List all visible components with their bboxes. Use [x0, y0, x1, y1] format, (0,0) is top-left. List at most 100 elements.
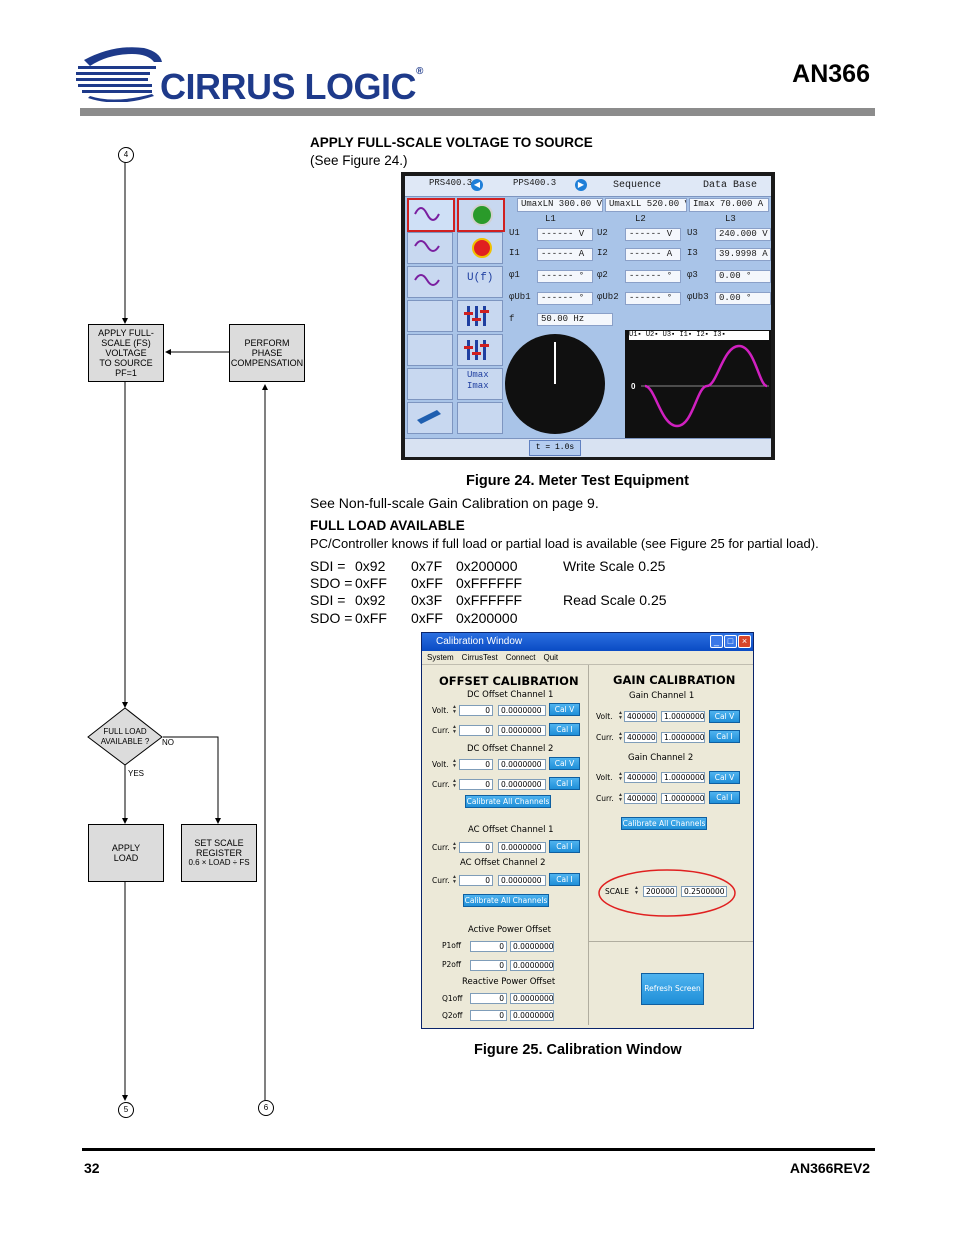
- meter-tab-sequence: Sequence: [613, 180, 662, 191]
- cirrus-logic-logo-mark: [76, 47, 162, 102]
- meter-legend: U1▪ U2▪ U3▪ I1▪ I2▪ I3▪: [629, 331, 769, 340]
- ac1-curr-input[interactable]: 0: [459, 842, 493, 853]
- meter-arrow-tile: [457, 402, 503, 434]
- meter-umax-tile: [457, 368, 503, 400]
- spinner-icon[interactable]: ▲▼: [452, 758, 457, 769]
- meter-u1-field: ------ V: [537, 228, 593, 241]
- scale-highlight-ellipse: [598, 869, 736, 917]
- menu-quit[interactable]: Quit: [543, 653, 559, 662]
- gain-calibrate-all-button[interactable]: Calibrate All Channels: [621, 817, 707, 830]
- dc2-cal-i-button[interactable]: Cal I: [549, 777, 580, 790]
- reg-row-3-c: 0x3F: [411, 592, 443, 608]
- gain1-cal-v-button[interactable]: Cal V: [709, 710, 740, 723]
- gain2-volt-input[interactable]: 400000: [624, 772, 657, 783]
- q2off-label: Q2off: [442, 1011, 463, 1020]
- dc-calibrate-all-button[interactable]: Calibrate All Channels: [465, 795, 551, 808]
- gain2-curr-input[interactable]: 400000: [624, 793, 657, 804]
- dc2-curr-value: 0.0000000: [498, 779, 546, 790]
- meter-phiub2-field: ------ °: [625, 292, 681, 305]
- gain2-cal-i-button[interactable]: Cal I: [709, 791, 740, 804]
- meter-time-box: t = 1.0s: [529, 440, 581, 456]
- dc-offset-ch2-title: DC Offset Channel 2: [467, 744, 554, 754]
- meter-imax-field: Imax 70.000 A: [689, 198, 769, 212]
- window-title: Calibration Window: [436, 636, 523, 647]
- ac2-curr-input[interactable]: 0: [459, 875, 493, 886]
- dc2-cal-v-button[interactable]: Cal V: [549, 757, 580, 770]
- p2off-input[interactable]: 0: [470, 960, 507, 971]
- menu-system[interactable]: System: [427, 653, 454, 662]
- spinner-icon[interactable]: ▲▼: [618, 771, 623, 782]
- scale-input[interactable]: 200000: [643, 886, 677, 897]
- meter-wave-icon-3: [407, 266, 453, 298]
- gain2-curr-label: Curr.: [596, 794, 614, 803]
- gain-panel-divider: [589, 941, 753, 942]
- reg-row-1-e: Write Scale 0.25: [563, 558, 666, 574]
- meter-sliders-tile-2: [457, 334, 503, 366]
- meter-screen: PRS400.3 ◀ PPS400.3 ▶ Sequence Data Base…: [405, 176, 771, 457]
- gain1-cal-i-button[interactable]: Cal I: [709, 730, 740, 743]
- meter-tab-pps: PPS400.3: [513, 178, 557, 188]
- meter-i1-label: I1: [509, 248, 520, 258]
- meter-phiub2-label: φUb2: [597, 292, 619, 302]
- ac2-cal-i-button[interactable]: Cal I: [549, 873, 580, 886]
- reg-row-2-b: 0xFF: [355, 575, 387, 591]
- meter-sliders-icons: [464, 306, 489, 360]
- meter-tile-glyphs-left: [414, 207, 441, 424]
- p1off-input[interactable]: 0: [470, 941, 507, 952]
- meter-phase-l3: L3: [725, 214, 736, 224]
- close-button[interactable]: ×: [738, 635, 751, 648]
- decision-diamond: [87, 707, 163, 766]
- reg-row-1-d: 0x200000: [456, 558, 518, 574]
- dc2-curr-input[interactable]: 0: [459, 779, 493, 790]
- spinner-icon[interactable]: ▲▼: [452, 704, 457, 715]
- spinner-icon[interactable]: ▲▼: [618, 792, 623, 803]
- spinner-icon[interactable]: ▲▼: [452, 874, 457, 885]
- gain1-volt-input[interactable]: 400000: [624, 711, 657, 722]
- ac-offset-ch1-title: AC Offset Channel 1: [468, 825, 554, 835]
- refresh-screen-button[interactable]: Refresh Screen: [641, 973, 704, 1005]
- reg-row-1-b: 0x92: [355, 558, 386, 574]
- dc1-curr-input[interactable]: 0: [459, 725, 493, 736]
- minimize-button[interactable]: _: [710, 635, 723, 648]
- meter-i1-field: ------ A: [537, 248, 593, 261]
- meter-phi2-field: ------ °: [625, 270, 681, 283]
- q1off-input[interactable]: 0: [470, 993, 507, 1004]
- dc1-volt-value: 0.0000000: [498, 705, 546, 716]
- ac1-cal-i-button[interactable]: Cal I: [549, 840, 580, 853]
- reg-row-4-b: 0xFF: [355, 610, 387, 626]
- ac-calibrate-all-button[interactable]: Calibrate All Channels: [463, 894, 549, 907]
- gain1-curr-input[interactable]: 400000: [624, 732, 657, 743]
- spinner-icon[interactable]: ▲▼: [452, 841, 457, 852]
- spinner-icon[interactable]: ▲▼: [634, 885, 639, 896]
- meter-wave-icon-2: [407, 232, 453, 264]
- meter-phasor-dial: [505, 334, 605, 434]
- gain2-volt-label: Volt.: [596, 773, 613, 782]
- panel-divider: [588, 665, 589, 1025]
- dc2-volt-input[interactable]: 0: [459, 759, 493, 770]
- page-number: 32: [84, 1160, 100, 1176]
- spinner-icon[interactable]: ▲▼: [452, 778, 457, 789]
- gain2-cal-v-button[interactable]: Cal V: [709, 771, 740, 784]
- dc1-cal-v-button[interactable]: Cal V: [549, 703, 580, 716]
- figure-24-caption: Figure 24. Meter Test Equipment: [466, 473, 689, 489]
- q2off-input[interactable]: 0: [470, 1010, 507, 1021]
- menu-cirrustest[interactable]: CirrusTest: [461, 653, 498, 662]
- dc1-volt-input[interactable]: 0: [459, 705, 493, 716]
- spinner-icon[interactable]: ▲▼: [618, 710, 623, 721]
- dc2-volt-value: 0.0000000: [498, 759, 546, 770]
- section-heading-full-load: FULL LOAD AVAILABLE: [310, 518, 465, 533]
- meter-test-equipment-photo: PRS400.3 ◀ PPS400.3 ▶ Sequence Data Base…: [401, 172, 775, 460]
- maximize-button[interactable]: □: [724, 635, 737, 648]
- meter-blank-tile-1: [407, 300, 453, 332]
- connector-4: 4: [118, 147, 134, 163]
- spinner-icon[interactable]: ▲▼: [618, 731, 623, 742]
- reg-row-4-d: 0x200000: [456, 610, 518, 626]
- spinner-icon[interactable]: ▲▼: [452, 724, 457, 735]
- meter-waveform-panel: U1▪ U2▪ U3▪ I1▪ I2▪ I3▪ 0: [625, 330, 771, 440]
- gain-calibration-title: GAIN CALIBRATION: [613, 673, 736, 687]
- menu-connect[interactable]: Connect: [505, 653, 536, 662]
- dc1-cal-i-button[interactable]: Cal I: [549, 723, 580, 736]
- meter-tab-database: Data Base: [703, 180, 758, 191]
